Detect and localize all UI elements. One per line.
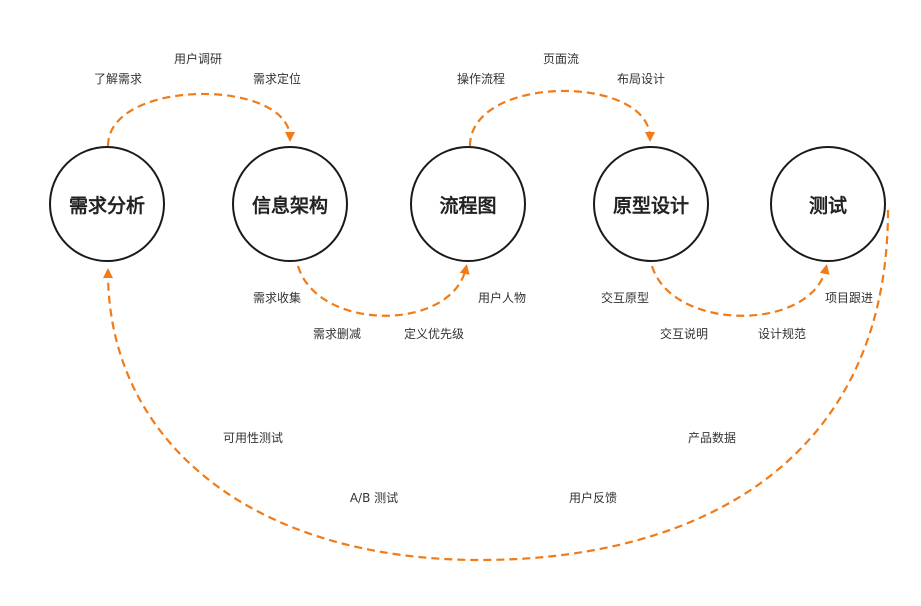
label-interaction-prototype: 交互原型 [600,291,650,305]
label-user-persona: 用户人物 [477,291,527,305]
arrow-prototype-to-testing [650,264,830,317]
node-flowchart: 流程图 [410,146,526,262]
label-interaction-spec: 交互说明 [659,327,709,341]
arrow-info-arch-to-flowchart [296,264,470,317]
node-information-architecture: 信息架构 [232,146,348,262]
label-requirement-positioning: 需求定位 [252,72,302,86]
label-ab-testing: A/B 测试 [349,491,399,505]
node-label: 流程图 [439,194,497,217]
label-page-flow: 页面流 [542,52,580,66]
label-product-data: 产品数据 [687,431,737,445]
label-user-research: 用户调研 [173,52,223,66]
label-project-tracking: 项目跟进 [824,291,874,305]
node-label: 信息架构 [251,194,328,217]
label-layout-design: 布局设计 [616,72,666,86]
node-prototype-design: 原型设计 [593,146,709,262]
node-testing: 测试 [770,146,886,262]
arrow-testing-to-requirements [103,209,890,562]
node-label: 需求分析 [68,194,145,217]
node-requirements-analysis: 需求分析 [49,146,165,262]
arrow-flowchart-to-prototype [468,89,655,147]
label-usability-testing: 可用性测试 [222,431,284,445]
arrow-requirements-to-info-arch [106,92,295,147]
node-label: 测试 [808,194,847,217]
label-design-spec: 设计规范 [757,327,807,341]
label-user-feedback: 用户反馈 [568,491,618,505]
label-requirement-collection: 需求收集 [252,291,302,305]
label-define-priority: 定义优先级 [403,327,465,341]
label-requirement-pruning: 需求删减 [312,327,362,341]
label-understand-requirements: 了解需求 [93,72,143,86]
node-label: 原型设计 [612,194,689,217]
label-operation-flow: 操作流程 [456,72,506,86]
